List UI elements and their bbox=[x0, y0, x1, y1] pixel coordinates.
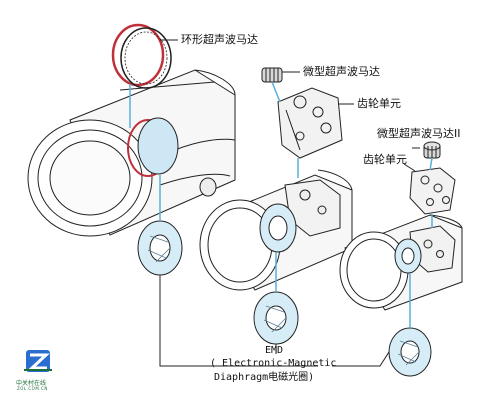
gear-unit-2-part bbox=[409, 167, 456, 215]
emd-fullname-line1: ( Electronic-Magnetic bbox=[210, 358, 337, 369]
ring-usm-on-lens bbox=[127, 117, 179, 177]
emd-part-left bbox=[137, 220, 183, 276]
emd-on-medium-lens bbox=[259, 203, 297, 253]
emd-fullname-line2: Diaphragm电磁光圈) bbox=[214, 372, 315, 383]
ring-usm-label: 环形超声波马达 bbox=[181, 33, 258, 46]
emd-abbr-label: EMD bbox=[265, 345, 284, 356]
micro-usm-part bbox=[261, 67, 283, 83]
gear-unit-1-part bbox=[277, 87, 343, 159]
emd-part-center bbox=[253, 291, 299, 345]
logo-brand-text: 中关村在线 bbox=[16, 380, 47, 387]
micro-usm-label: 微型超声波马达 bbox=[303, 65, 380, 78]
zol-logo-icon bbox=[24, 350, 52, 372]
emd-on-small-lens bbox=[394, 238, 422, 274]
large-lens-barrel bbox=[27, 69, 236, 237]
ring-usm bbox=[111, 23, 172, 89]
micro-usm-ii-label: 微型超声波马达II bbox=[377, 127, 461, 140]
emd-part-right bbox=[388, 327, 432, 377]
assembly-guide-lines bbox=[129, 81, 433, 328]
leader-lines bbox=[159, 39, 420, 367]
micro-usm-ii-part bbox=[423, 141, 441, 159]
gear-unit-2-label: 齿轮单元 bbox=[363, 153, 407, 166]
logo-sub-text: ZOL.COM.CN bbox=[17, 386, 48, 391]
gear-unit-1-label: 齿轮单元 bbox=[357, 97, 401, 110]
